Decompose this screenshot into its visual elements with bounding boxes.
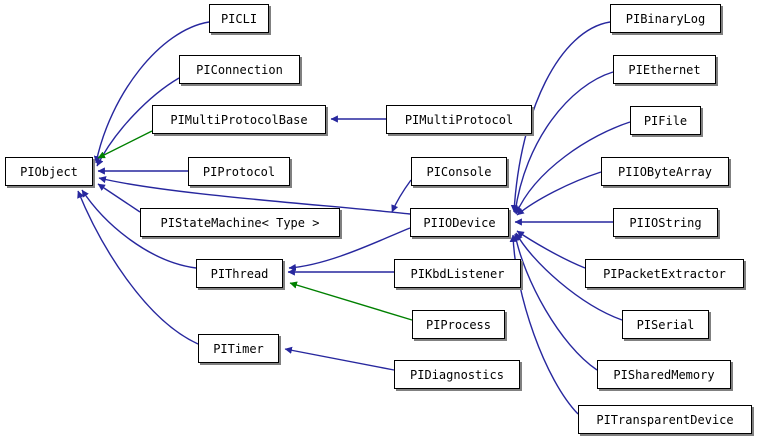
class-node-piprocess[interactable]: PIProcess — [412, 310, 505, 339]
class-node-label: PIIODevice — [423, 215, 496, 230]
inheritance-edge-PIPacketExtractor-to-PIIODevice — [516, 230, 586, 269]
class-node-label: PISerial — [636, 317, 695, 332]
class-node-pithread[interactable]: PIThread — [196, 259, 283, 288]
class-node-label: PIProtocol — [202, 164, 276, 179]
class-node-label: PITransparentDevice — [596, 412, 734, 427]
class-node-label: PIEthernet — [628, 62, 701, 77]
inheritance-edge-PICLI-to-PIObject — [93, 21, 210, 164]
class-node-piethernet[interactable]: PIEthernet — [613, 55, 716, 84]
inheritance-edge-PIConsole-to-PIIODevice — [391, 179, 412, 213]
class-node-piobject[interactable]: PIObject — [5, 157, 93, 186]
class-node-label: PIPacketExtractor — [603, 266, 726, 281]
class-node-label: PIThread — [210, 266, 269, 281]
class-node-pitransparentdevice[interactable]: PITransparentDevice — [578, 405, 752, 434]
class-node-label: PIObject — [20, 164, 78, 179]
class-node-piiostring[interactable]: PIIOString — [613, 208, 718, 237]
class-node-pipacketextractor[interactable]: PIPacketExtractor — [585, 259, 744, 288]
class-node-label: PIBinaryLog — [625, 11, 706, 26]
class-node-label: PIConnection — [196, 62, 283, 77]
inheritance-edge-PIDiagnostics-to-PITimer — [284, 346, 395, 371]
class-node-piconsole[interactable]: PIConsole — [411, 157, 507, 186]
inheritance-edge-PIProcess-to-PIThread — [289, 281, 413, 321]
class-node-label: PIIOByteArray — [618, 164, 712, 179]
class-node-label: PISharedMemory — [613, 367, 715, 382]
class-node-pisharedmemory[interactable]: PISharedMemory — [597, 360, 731, 389]
class-node-piiodevice[interactable]: PIIODevice — [410, 208, 509, 237]
class-node-pimultiprotocolbase[interactable]: PIMultiProtocolBase — [152, 105, 326, 134]
class-node-pifile[interactable]: PIFile — [630, 106, 701, 135]
class-node-label: PIDiagnostics — [410, 367, 504, 382]
class-node-pidiagnostics[interactable]: PIDiagnostics — [394, 360, 520, 389]
class-node-pitimer[interactable]: PITimer — [198, 334, 279, 363]
inheritance-edge-PIEthernet-to-PIIODevice — [512, 71, 614, 214]
class-node-piiobytearray[interactable]: PIIOByteArray — [601, 157, 729, 186]
class-node-label: PIFile — [643, 113, 688, 128]
class-node-label: PIProcess — [425, 317, 492, 332]
class-node-pistatemachine[interactable]: PIStateMachine< Type > — [140, 208, 340, 237]
class-node-label: PICLI — [220, 11, 258, 26]
class-node-label: PIMultiProtocol — [404, 112, 514, 127]
inheritance-edge-PIStateMachine-to-PIObject — [97, 183, 141, 213]
inheritance-edge-PITransparentDevice-to-PIIODevice — [509, 234, 579, 415]
inheritance-edge-PIMultiProtocolBase-to-PIObject — [97, 130, 153, 159]
class-node-pibinarylog[interactable]: PIBinaryLog — [610, 4, 721, 33]
class-node-picli[interactable]: PICLI — [209, 4, 269, 33]
inheritance-edge-PISharedMemory-to-PIIODevice — [512, 233, 598, 371]
inheritance-edge-PIIOByteArray-to-PIIODevice — [516, 171, 602, 216]
class-node-piconnection[interactable]: PIConnection — [179, 55, 300, 84]
class-node-label: PIIOString — [629, 215, 702, 230]
class-node-pikbdlistener[interactable]: PIKbdListener — [394, 259, 521, 288]
class-node-label: PITimer — [213, 341, 264, 356]
class-node-label: PIMultiProtocolBase — [170, 112, 308, 127]
class-node-piprotocol[interactable]: PIProtocol — [188, 157, 290, 186]
class-node-label: PIStateMachine< Type > — [160, 215, 320, 230]
class-node-pimultiprotocol[interactable]: PIMultiProtocol — [386, 105, 532, 134]
class-node-piserial[interactable]: PISerial — [622, 310, 709, 339]
class-node-label: PIKbdListener — [410, 266, 505, 281]
class-node-label: PIConsole — [426, 164, 492, 179]
